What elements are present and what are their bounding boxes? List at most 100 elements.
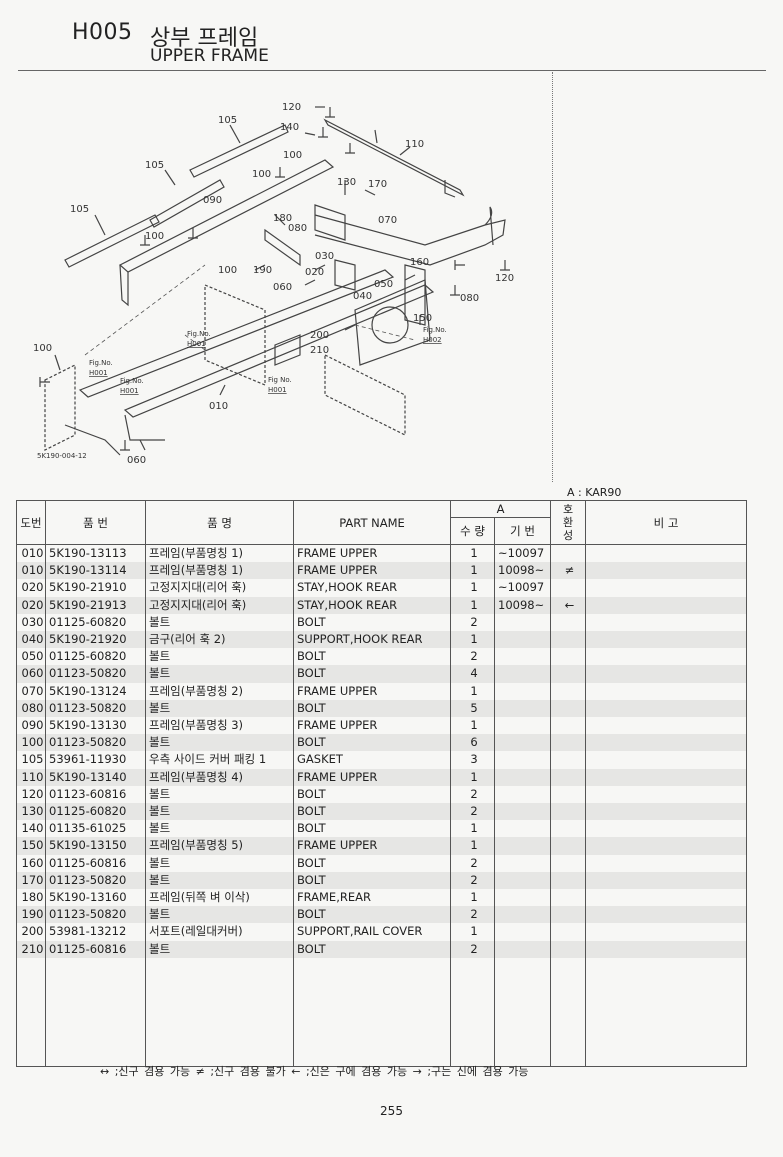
quantity-cell: 1 bbox=[450, 717, 495, 735]
gasket-strip-1 bbox=[64, 214, 160, 268]
part-name-english-cell: FRAME,REAR bbox=[293, 889, 451, 907]
serial-range-cell: ~10097 bbox=[494, 579, 551, 597]
part-name-english-cell: STAY,HOOK REAR bbox=[293, 596, 451, 614]
quantity-cell: 1 bbox=[450, 631, 495, 649]
model-note: A : KAR90 bbox=[567, 486, 622, 499]
quantity-cell: 1 bbox=[450, 596, 495, 614]
col-qty-header: 수 량 bbox=[450, 517, 495, 545]
quantity-cell: 3 bbox=[450, 751, 495, 769]
part-name-english-cell: BOLT bbox=[293, 665, 451, 683]
part-ref-cell: 200 bbox=[16, 923, 46, 941]
remarks-cell bbox=[585, 923, 747, 941]
remarks-cell bbox=[585, 579, 747, 597]
part-name-korean-cell: 볼트 bbox=[145, 699, 294, 718]
part-name-english-cell: BOLT bbox=[293, 613, 451, 632]
col-name-english-header: PART NAME bbox=[293, 500, 451, 545]
part-number-cell: 01123-50820 bbox=[45, 906, 146, 924]
callout-label: 160 bbox=[410, 257, 429, 268]
interchange-mark-cell bbox=[550, 906, 586, 924]
part-ref-cell: 190 bbox=[16, 906, 46, 924]
quantity-cell: 1 bbox=[450, 889, 495, 907]
part-number-cell: 53961-11930 bbox=[45, 751, 146, 769]
part-ref-cell: 150 bbox=[16, 837, 46, 855]
support-hook-rear-040 bbox=[404, 264, 426, 326]
part-ref-cell: 140 bbox=[16, 820, 46, 838]
fig-ref-number: H001 bbox=[120, 387, 139, 395]
quantity-cell: 1 bbox=[450, 562, 495, 580]
quantity-cell: 1 bbox=[450, 923, 495, 941]
callout-label: 030 bbox=[315, 251, 334, 262]
callout-label: 070 bbox=[378, 215, 397, 226]
fig-ref-number: H001 bbox=[268, 386, 287, 394]
interchange-mark-cell bbox=[550, 837, 586, 855]
interchange-mark-cell bbox=[550, 613, 586, 632]
remarks-cell bbox=[585, 631, 747, 649]
quantity-cell: 1 bbox=[450, 544, 495, 563]
remarks-cell bbox=[585, 682, 747, 700]
part-ref-cell: 170 bbox=[16, 871, 46, 890]
part-name-korean-cell: 볼트 bbox=[145, 648, 294, 666]
serial-range-cell bbox=[494, 854, 551, 872]
callout-label: 040 bbox=[353, 291, 372, 302]
part-name-korean-cell: 고정지지대(리어 훅) bbox=[145, 596, 294, 614]
serial-range-cell bbox=[494, 631, 551, 649]
interchange-mark-cell: ≠ bbox=[550, 562, 586, 580]
part-number-cell: 01123-50820 bbox=[45, 699, 146, 718]
interchange-mark-cell bbox=[550, 871, 586, 890]
part-name-korean-cell: 프레임(부품명칭 3) bbox=[145, 717, 294, 735]
interchange-mark-cell bbox=[550, 682, 586, 700]
frame-upper-090 bbox=[118, 159, 335, 273]
part-name-korean-cell: 볼트 bbox=[145, 803, 294, 821]
callout-label: 100 bbox=[145, 231, 164, 242]
part-name-english-cell: FRAME UPPER bbox=[293, 562, 451, 580]
empty-cell bbox=[145, 957, 294, 1067]
drawing-id: 5K190-004-12 bbox=[37, 452, 87, 460]
part-name-english-cell: BOLT bbox=[293, 803, 451, 821]
callout-label: 110 bbox=[405, 139, 424, 150]
part-number-cell: 5K190-13160 bbox=[45, 889, 146, 907]
col-serial-header: 기 번 bbox=[494, 517, 551, 545]
remarks-cell bbox=[585, 596, 747, 614]
part-ref-cell: 090 bbox=[16, 717, 46, 735]
callout-label: 010 bbox=[209, 401, 228, 412]
empty-cell bbox=[293, 957, 451, 1067]
serial-range-cell bbox=[494, 717, 551, 735]
callout-label: 150 bbox=[413, 313, 432, 324]
part-name-korean-cell: 볼트 bbox=[145, 906, 294, 924]
quantity-cell: 2 bbox=[450, 871, 495, 890]
frame-upper-010 bbox=[78, 269, 395, 398]
serial-range-cell bbox=[494, 803, 551, 821]
callout-label: 020 bbox=[305, 267, 324, 278]
remarks-cell bbox=[585, 544, 747, 563]
part-number-cell: 5K190-13150 bbox=[45, 837, 146, 855]
serial-range-cell bbox=[494, 923, 551, 941]
part-ref-cell: 050 bbox=[16, 648, 46, 666]
frame-upper-150 bbox=[354, 279, 431, 366]
interchange-mark-cell bbox=[550, 803, 586, 821]
part-ref-cell: 040 bbox=[16, 631, 46, 649]
interchange-mark-cell bbox=[550, 648, 586, 666]
part-ref-cell: 100 bbox=[16, 734, 46, 752]
remarks-cell bbox=[585, 717, 747, 735]
figure-references: Fig.No. H001 Fig.No. H002 Fig.No. H001 F… bbox=[89, 326, 447, 395]
part-ref-cell: 060 bbox=[16, 665, 46, 683]
interchange-mark-cell bbox=[550, 699, 586, 718]
serial-range-cell bbox=[494, 699, 551, 718]
part-number-cell: 01125-60820 bbox=[45, 648, 146, 666]
part-name-english-cell: GASKET bbox=[293, 751, 451, 769]
remarks-cell bbox=[585, 648, 747, 666]
col-remarks-header: 비 고 bbox=[585, 500, 747, 545]
part-number-cell: 01125-60820 bbox=[45, 613, 146, 632]
quantity-cell: 1 bbox=[450, 820, 495, 838]
callout-label: 100 bbox=[33, 343, 52, 354]
callout-label: 105 bbox=[218, 115, 237, 126]
serial-range-cell bbox=[494, 906, 551, 924]
